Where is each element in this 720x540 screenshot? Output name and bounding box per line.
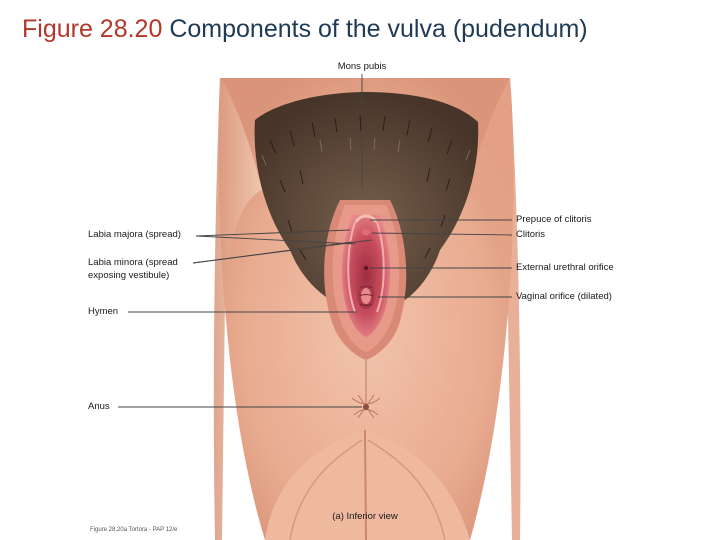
label-clitoris: Clitoris: [516, 229, 545, 242]
label-inferior-view: (a) Inferior view: [332, 511, 397, 524]
label-labia-minora-line1: Labia minora (spread: [88, 257, 178, 270]
label-labia-majora: Labia majora (spread): [88, 229, 181, 242]
figure-credit: Figure 28.20a Tortora - PAP 12/e: [90, 527, 177, 533]
label-external-urethral-orifice: External urethral orifice: [516, 262, 614, 275]
label-vaginal-orifice: Vaginal orifice (dilated): [516, 291, 612, 304]
label-labia-minora-line2: exposing vestibule): [88, 270, 178, 283]
label-prepuce-of-clitoris: Prepuce of clitoris: [516, 214, 592, 227]
label-anus: Anus: [88, 401, 110, 414]
label-mons-pubis: Mons pubis: [338, 61, 387, 74]
label-labia-minora: Labia minora (spread exposing vestibule): [88, 257, 178, 283]
label-hymen: Hymen: [88, 306, 118, 319]
